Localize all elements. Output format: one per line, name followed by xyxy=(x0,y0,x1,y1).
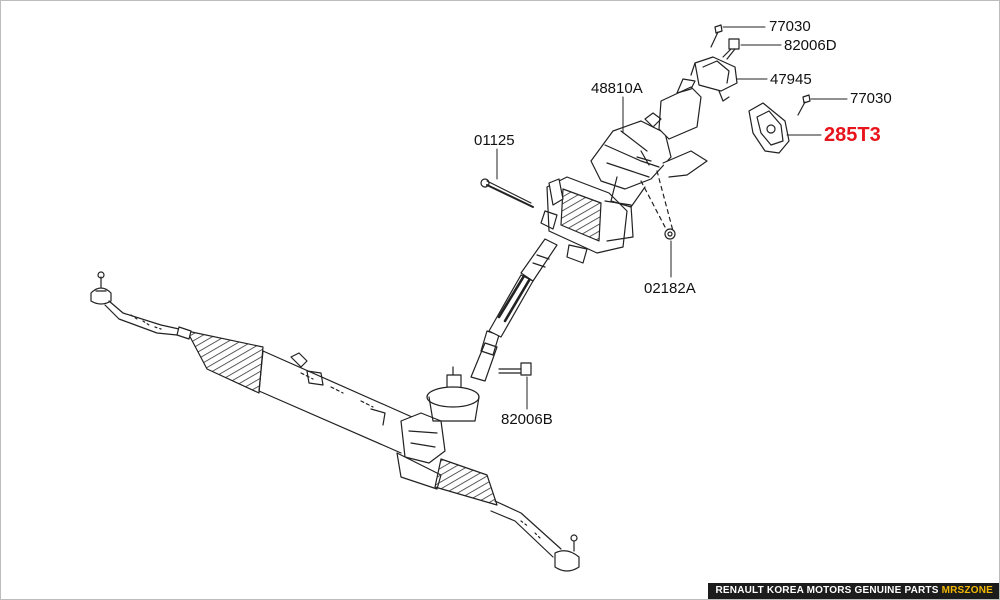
nut-02182A xyxy=(664,228,676,240)
screw-77030-right xyxy=(797,94,811,116)
label-285T3: 285T3 xyxy=(824,124,881,146)
bolt-82006B xyxy=(498,362,532,376)
footer-text: RENAULT KOREA MOTORS GENUINE PARTS xyxy=(715,585,939,596)
bolt-01125 xyxy=(480,178,534,208)
intermediate-shaft xyxy=(470,238,558,382)
leader-lines xyxy=(496,26,848,410)
steering-rack xyxy=(90,271,580,572)
bolt-82006D xyxy=(722,38,740,60)
footer-banner: RENAULT KOREA MOTORS GENUINE PARTS MRSZO… xyxy=(707,583,999,599)
label-77030-top: 77030 xyxy=(769,18,811,35)
steering-column xyxy=(590,62,708,232)
label-82006B: 82006B xyxy=(501,411,553,428)
label-48810A: 48810A xyxy=(591,80,643,97)
label-01125: 01125 xyxy=(474,132,515,149)
label-82006D: 82006D xyxy=(784,37,837,54)
part-285T3-bracket xyxy=(748,102,790,154)
footer-brand: MRSZONE xyxy=(941,585,993,596)
label-47945: 47945 xyxy=(770,71,812,88)
eps-motor-unit xyxy=(540,176,634,264)
label-77030-right: 77030 xyxy=(850,90,892,107)
column-cover xyxy=(694,56,738,102)
screw-77030-top xyxy=(710,24,723,48)
label-02182A: 02182A xyxy=(644,280,696,297)
